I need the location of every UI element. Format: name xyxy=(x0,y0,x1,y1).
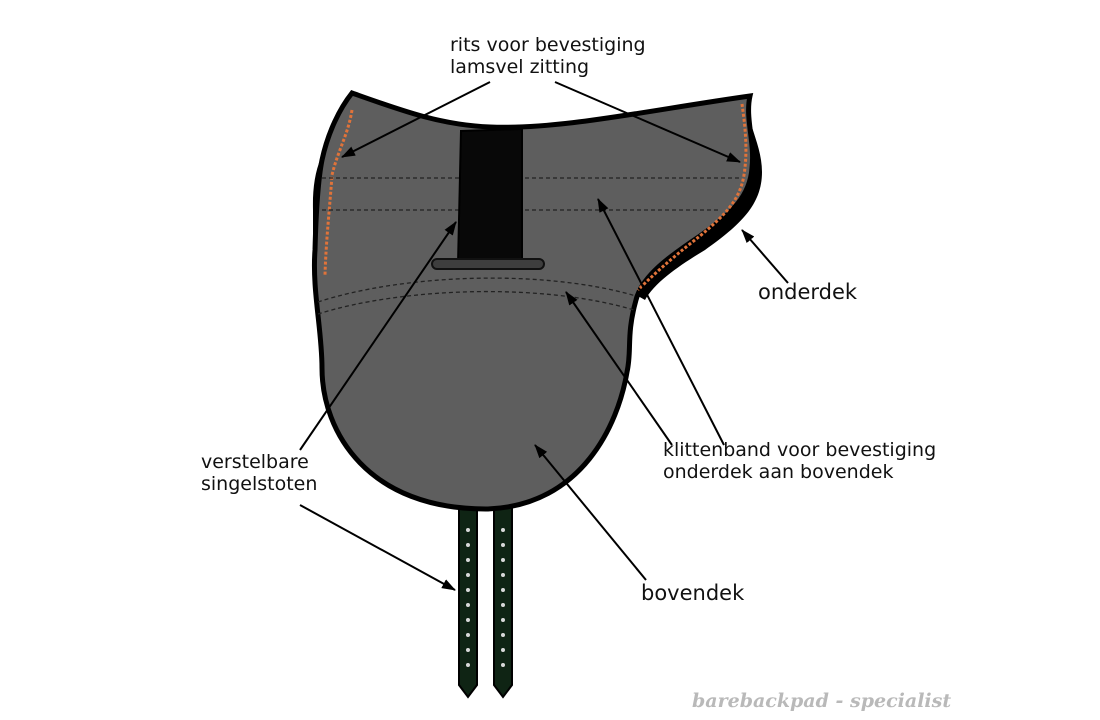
strap-hole xyxy=(466,528,470,532)
strap-hole xyxy=(501,558,505,562)
strap-hole xyxy=(501,528,505,532)
strap-hole xyxy=(501,618,505,622)
arrow-velcro-top xyxy=(597,198,725,446)
label-underpad-text: onderdek xyxy=(758,280,858,304)
label-zipper: rits voor bevestiging lamsvel zitting xyxy=(450,34,646,78)
strap-hole xyxy=(466,648,470,652)
strap-hole xyxy=(466,663,470,667)
arrow-straps xyxy=(299,504,456,591)
strap-hole xyxy=(501,663,505,667)
label-zipper-line2: lamsvel zitting xyxy=(450,56,590,78)
strap-hole xyxy=(501,603,505,607)
label-velcro: klittenband voor bevestiging onderdek aa… xyxy=(663,439,936,483)
label-velcro-line2: onderdek aan bovendek xyxy=(663,461,894,483)
strap-hole xyxy=(466,588,470,592)
watermark: barebackpad - specialist xyxy=(692,690,952,712)
arrow-underpad xyxy=(741,229,789,284)
callout-arrows xyxy=(299,81,789,591)
strap-hole xyxy=(501,543,505,547)
strap-hole xyxy=(466,543,470,547)
strap-hole xyxy=(501,648,505,652)
strap-hole xyxy=(501,573,505,577)
strap-hole xyxy=(501,633,505,637)
strap-hole xyxy=(466,558,470,562)
label-girth-straps: verstelbare singelstoten xyxy=(201,451,317,495)
arrow-zipper-right xyxy=(554,81,741,163)
label-girth-straps-line2: singelstoten xyxy=(201,473,318,495)
zipper-right xyxy=(636,103,748,292)
label-zipper-line1: rits voor bevestiging xyxy=(450,34,646,56)
girth-strap-left xyxy=(458,504,478,699)
label-velcro-line1: klittenband voor bevestiging xyxy=(663,439,937,461)
label-underpad: onderdek xyxy=(758,281,857,303)
arrow-top-pad xyxy=(534,444,647,581)
seat-strip xyxy=(456,127,523,266)
label-girth-straps-line1: verstelbare xyxy=(201,451,309,473)
girth-strap-right xyxy=(493,504,513,699)
arrow-strip xyxy=(299,221,457,451)
strap-holes xyxy=(466,528,505,667)
arrow-zipper-left xyxy=(341,81,491,158)
girth-straps xyxy=(458,504,513,699)
label-top-pad: bovendek xyxy=(641,582,744,604)
strap-hole xyxy=(466,633,470,637)
top-pad xyxy=(311,90,756,512)
strap-hole xyxy=(466,603,470,607)
label-top-pad-text: bovendek xyxy=(641,581,745,605)
strap-hole xyxy=(501,588,505,592)
girth-slot xyxy=(431,258,545,270)
strap-hole xyxy=(466,618,470,622)
strap-hole xyxy=(466,573,470,577)
arrow-velcro-seam xyxy=(565,291,673,446)
